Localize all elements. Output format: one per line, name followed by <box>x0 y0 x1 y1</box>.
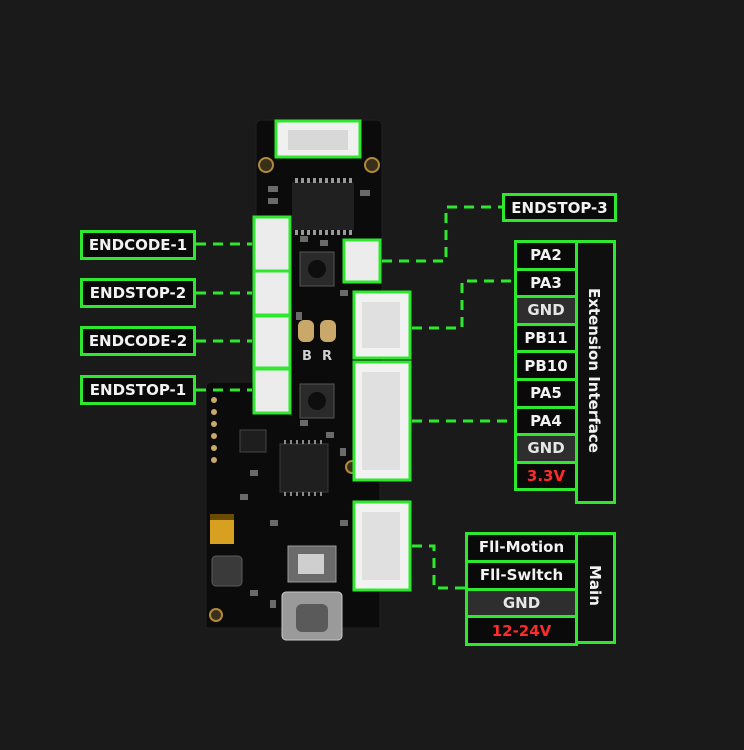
extension-pin-5: PA5 <box>514 378 578 409</box>
endcode-2-connector <box>252 314 292 370</box>
endstop-3-connector <box>342 238 382 284</box>
mounting-hole <box>258 157 274 173</box>
extension-pin-3: PB11 <box>514 322 578 354</box>
extension-interface-title: Extension Interface <box>585 288 603 453</box>
extension-pin-8: 3.3V <box>514 460 578 492</box>
label-endstop-1: ENDSTOP-1 <box>80 375 196 405</box>
extension-pin-2: GND <box>514 295 578 326</box>
extension-pin-1: PA3 <box>514 267 578 299</box>
endstop-1-connector <box>252 367 292 415</box>
main-title: Main <box>586 565 604 606</box>
extension-pin-4: PB10 <box>514 350 578 381</box>
main-pin-0: Fll-Motion <box>465 532 578 563</box>
label-endcode-1: ENDCODE-1 <box>80 230 196 260</box>
small-chip <box>239 429 267 453</box>
main-pin-1: Fll-Swltch <box>465 559 578 591</box>
mcu-chip <box>279 443 329 493</box>
leader-main <box>412 544 465 590</box>
board-outline <box>205 119 383 629</box>
leader-endstop-3 <box>382 205 502 263</box>
extension-pin-7: GND <box>514 433 578 464</box>
silkscreen-b: B <box>302 349 312 364</box>
main-pin-3: 12-24V <box>465 615 578 647</box>
inductor <box>211 555 243 587</box>
label-endstop-2: ENDSTOP-2 <box>80 278 196 308</box>
extension-pin-0: PA2 <box>514 240 578 271</box>
label-endstop-3: ENDSTOP-3 <box>502 193 617 222</box>
extension-pin-6: PA4 <box>514 405 578 437</box>
motor-driver-ic <box>292 182 354 230</box>
endcode-1-connector <box>252 215 292 275</box>
mounting-hole <box>209 608 223 622</box>
mounting-hole <box>364 157 380 173</box>
silkscreen-r: R <box>322 349 332 364</box>
leader-ext-upper <box>412 279 514 330</box>
label-endcode-2: ENDCODE-2 <box>80 326 196 356</box>
endstop-2-connector <box>252 269 292 317</box>
main-pin-2: GND <box>465 587 578 619</box>
